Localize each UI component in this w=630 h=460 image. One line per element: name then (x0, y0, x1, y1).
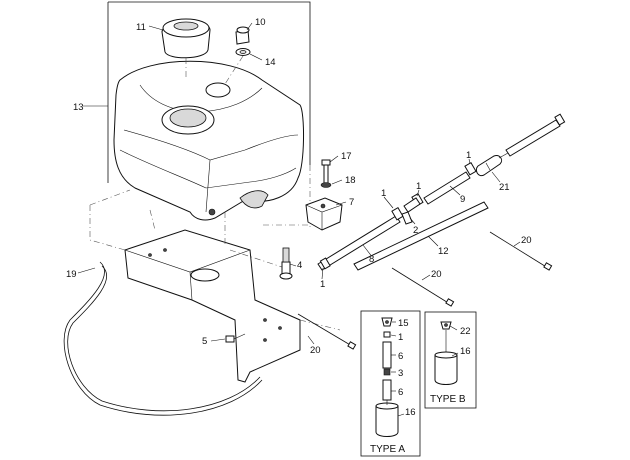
leader-14 (249, 53, 263, 61)
callout-16-type-b: 16 (460, 346, 471, 357)
callout-5: 5 (202, 336, 207, 347)
callout-8: 8 (369, 254, 374, 265)
type-a-parts (375, 317, 399, 437)
callout-22: 22 (460, 326, 471, 337)
fuel-line-19 (63, 261, 263, 416)
callout-1-tee: 1 (416, 181, 421, 192)
callout-15: 15 (398, 318, 409, 329)
bolt-17 (321, 159, 331, 184)
callout-17: 17 (341, 151, 352, 162)
callout-20-right: 20 (521, 235, 532, 246)
leader-20-right (513, 241, 521, 247)
callout-10: 10 (255, 17, 266, 28)
leader-16-type-b (451, 352, 459, 357)
callout-11: 11 (136, 22, 146, 33)
hose-9 (423, 171, 471, 205)
callout-3: 3 (398, 368, 403, 379)
cable-tie-middle (391, 267, 455, 307)
callout-1-left: 1 (320, 279, 325, 290)
mounting-frame (124, 229, 301, 383)
hose-clamp-right (464, 161, 477, 176)
hose-clamp-upper (554, 113, 566, 126)
callout-20-lower: 20 (310, 345, 321, 356)
leader-20-lower (307, 335, 315, 345)
fuel-cap (161, 18, 211, 59)
callout-1-right: 1 (466, 150, 471, 161)
callout-6-lower: 6 (398, 387, 403, 398)
callout-6-upper: 6 (398, 351, 403, 362)
leader-1-center (383, 196, 394, 209)
leader-1-right (468, 158, 471, 165)
callout-16-type-a: 16 (405, 407, 416, 418)
leader-1-tee (416, 189, 420, 197)
tee-fitting-2 (401, 197, 421, 225)
hose-12 (353, 201, 489, 271)
centerline-cap (185, 55, 244, 85)
inline-filter-21 (475, 155, 503, 177)
bolt-5 (225, 333, 246, 343)
callout-19: 19 (66, 269, 77, 280)
cable-tie-lower (297, 313, 357, 350)
leader-19 (77, 267, 96, 274)
callout-9: 9 (460, 194, 465, 205)
leader-11 (148, 25, 164, 31)
cable-tie-right (489, 231, 553, 271)
callout-1-type-a: 1 (398, 332, 403, 343)
type-a-inset-box (360, 310, 421, 457)
leader-18 (331, 179, 343, 185)
type-b-inset-box (424, 311, 477, 409)
leader-1-left (321, 267, 324, 280)
callout-20-middle: 20 (431, 269, 442, 280)
leader-17 (329, 155, 339, 163)
centerlines (89, 165, 341, 331)
hose-upper (505, 119, 561, 157)
leader-12 (427, 235, 439, 247)
vent-fitting (235, 26, 251, 56)
leader-5 (210, 338, 226, 342)
leader-21 (491, 171, 501, 183)
hose-clamp-left (319, 257, 331, 270)
callout-4: 4 (297, 260, 302, 271)
leader-2 (409, 217, 416, 225)
leader-10 (246, 22, 253, 31)
leader-1-type-a (390, 334, 397, 337)
type-b-label: TYPE B (430, 394, 466, 405)
tank-group-box (107, 1, 311, 183)
type-b-parts (434, 321, 458, 385)
callout-7: 7 (349, 197, 354, 208)
callout-21: 21 (499, 182, 510, 193)
callout-1-center: 1 (381, 188, 386, 199)
bracket-7 (305, 197, 343, 231)
fitting-4 (279, 247, 293, 280)
callout-2: 2 (413, 225, 418, 236)
leader-7 (335, 201, 347, 206)
leader-9 (449, 185, 461, 196)
hose-clamp-center (391, 206, 404, 221)
washer-18 (320, 182, 332, 188)
leader-22 (449, 325, 458, 331)
hose-8 (317, 215, 401, 271)
leader-16-type-a (397, 413, 405, 417)
fuel-tank (113, 60, 305, 221)
callout-12: 12 (438, 246, 449, 257)
callout-13: 13 (73, 102, 84, 113)
callout-18: 18 (345, 175, 356, 186)
callout-14: 14 (265, 57, 276, 68)
leader-4 (289, 263, 297, 267)
leader-20-middle (421, 274, 431, 281)
type-a-label: TYPE A (370, 444, 405, 455)
